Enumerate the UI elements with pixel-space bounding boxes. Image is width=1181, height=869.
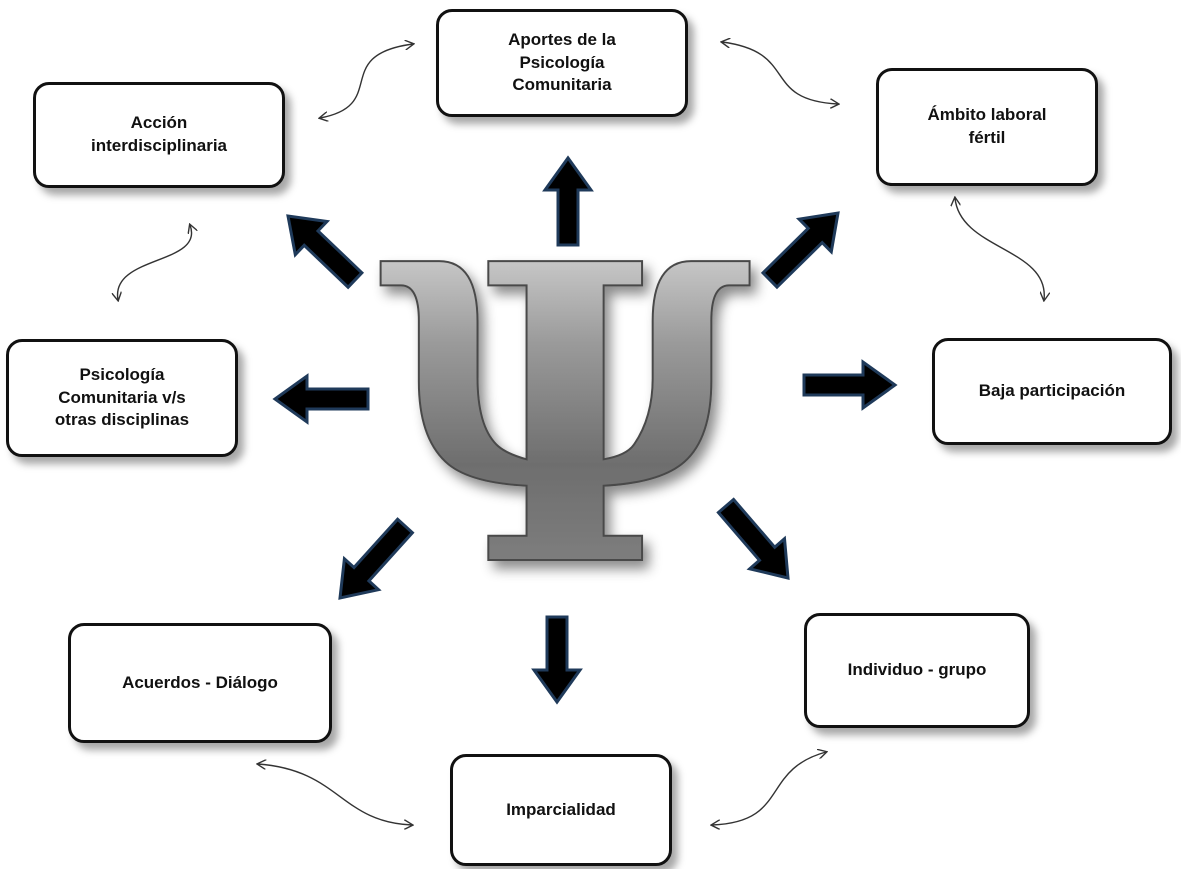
node-aportes-label: Aportes de la Psicología Comunitaria — [508, 29, 616, 95]
node-aportes: Aportes de la Psicología Comunitaria — [436, 9, 688, 117]
link-aportes-ambito — [722, 42, 838, 104]
link-accion-psicologia — [118, 225, 192, 300]
link-ambito-baja — [955, 198, 1044, 300]
arrow-up-right-icon — [760, 211, 840, 290]
arrow-left-icon — [272, 373, 370, 425]
arrow-down-right-icon — [716, 497, 790, 580]
node-psicologia-vs-label: Psicología Comunitaria v/s otras discipl… — [54, 364, 190, 430]
node-imparcialidad-label: Imparcialidad — [506, 799, 616, 819]
node-individuo: Individuo - grupo — [804, 613, 1030, 728]
node-acuerdos-label: Acuerdos - Diálogo — [122, 672, 278, 692]
node-baja-label: Baja participación — [978, 381, 1126, 401]
node-accion-label: Acción interdisciplinaria — [90, 113, 228, 155]
link-accion-aportes — [320, 44, 413, 118]
arrow-right-icon — [802, 359, 898, 411]
link-acuerdos-imparcialidad — [258, 764, 412, 825]
node-individuo-label: Individuo - grupo — [847, 660, 987, 680]
arrow-down-icon — [531, 615, 583, 705]
link-imparcialidad-individuo — [712, 752, 826, 825]
node-accion: Acción interdisciplinaria — [33, 82, 285, 188]
node-baja: Baja participación — [932, 338, 1172, 445]
node-acuerdos: Acuerdos - Diálogo — [68, 623, 332, 743]
node-psicologia-vs: Psicología Comunitaria v/s otras discipl… — [6, 339, 238, 457]
psi-symbol-icon: Ψ — [378, 175, 756, 657]
node-ambito: Ámbito laboral fértil — [876, 68, 1098, 186]
arrow-up-left-icon — [286, 214, 365, 290]
node-imparcialidad: Imparcialidad — [450, 754, 672, 866]
node-ambito-label: Ámbito laboral fértil — [927, 105, 1047, 147]
arrow-up-icon — [542, 155, 594, 247]
arrow-down-left-icon — [338, 517, 415, 600]
